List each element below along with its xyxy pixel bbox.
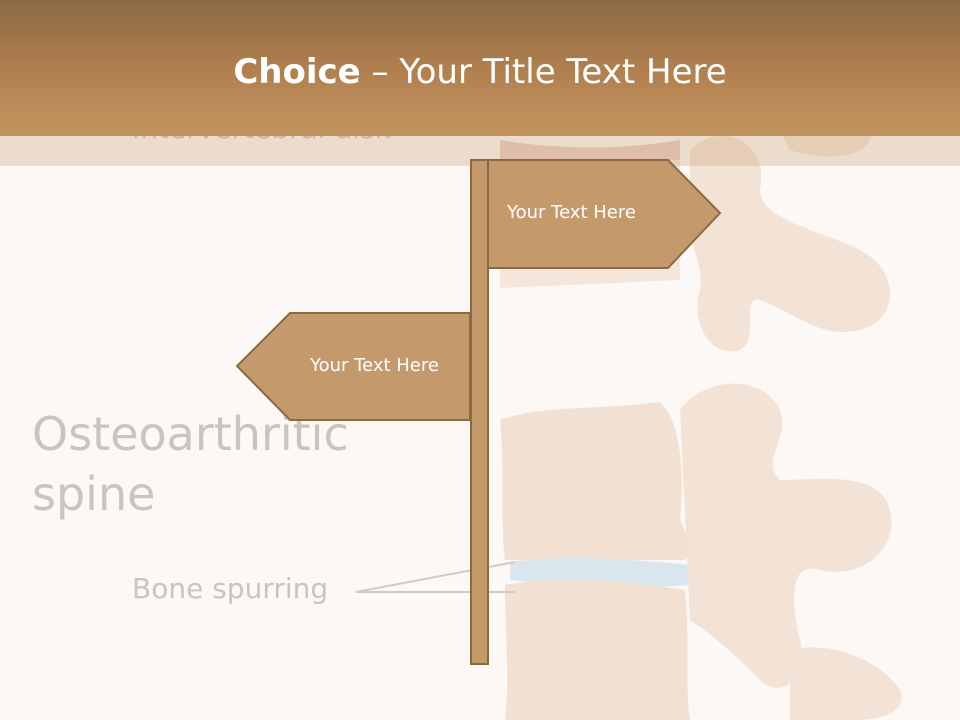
left-arrow-sign [235, 312, 471, 421]
lower-vertebra-2 [505, 579, 690, 720]
upper-spinous-process [687, 135, 890, 352]
title-bar [0, 0, 960, 136]
bottom-process [790, 647, 902, 720]
lower-vertebra-1 [500, 402, 689, 560]
right-arrow-sign [487, 159, 722, 269]
title-bold-part: Choice [233, 52, 361, 92]
slide-title[interactable]: Choice – Your Title Text Here [0, 52, 960, 92]
upper-disk [500, 140, 680, 160]
title-rest: – Your Title Text Here [360, 52, 727, 92]
left-sign-text[interactable]: Your Text Here [310, 355, 439, 376]
right-sign-text[interactable]: Your Text Here [507, 202, 636, 223]
bone-spurring-label: Bone spurring [132, 572, 329, 605]
lower-spinous-process [680, 383, 892, 688]
signpost-pole [470, 159, 489, 665]
heading-line-2: spine [32, 467, 156, 521]
lower-disk [510, 558, 690, 588]
